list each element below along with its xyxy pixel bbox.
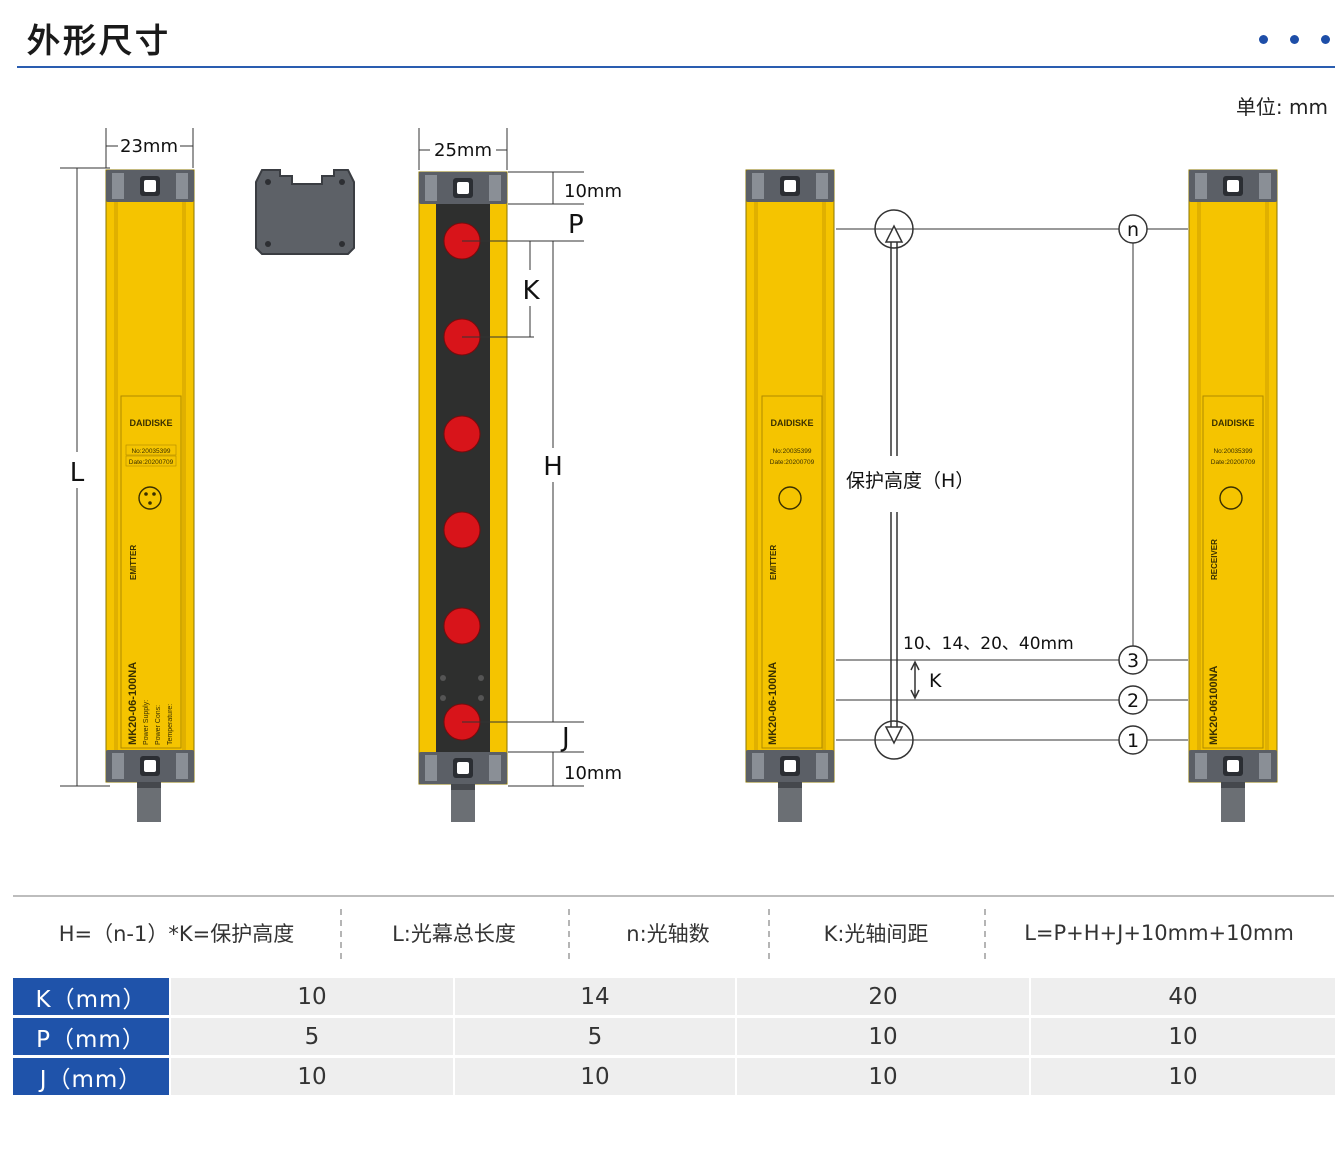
offset-label: J <box>560 723 570 753</box>
brand-label: DAIDISKE <box>129 418 172 428</box>
beam-marker-n: n <box>1118 214 1148 244</box>
table-cell: 5 <box>171 1018 453 1055</box>
receiver-model-label: MK20-06100NA <box>1208 665 1220 745</box>
beam-marker-2: 2 <box>1118 685 1148 715</box>
row-header: K（mm） <box>13 978 169 1015</box>
lens-icon <box>443 511 481 549</box>
profile-view <box>255 169 355 255</box>
protected-height-label: 保护高度（H） <box>846 470 974 492</box>
k-spacing-label: K <box>929 670 942 692</box>
height-label: H <box>543 452 563 482</box>
svg-text:DAIDISKE: DAIDISKE <box>770 418 813 428</box>
svg-text:No:20035399: No:20035399 <box>131 448 170 455</box>
svg-text:RECEIVER: RECEIVER <box>1210 539 1219 580</box>
formula-beam-spacing: K:光轴间距 <box>823 922 929 946</box>
spacing-label: K <box>522 276 540 306</box>
installation-view: DAIDISKE No:20035399 Date:20200709 MK20-… <box>745 169 1278 822</box>
front-view: 25mm 10mm P K H J 10mm <box>418 128 622 822</box>
svg-text:EMITTER: EMITTER <box>769 545 778 580</box>
svg-text:Date:20200709: Date:20200709 <box>1211 459 1256 466</box>
table-cell: 5 <box>455 1018 735 1055</box>
table-cell: 10 <box>1031 1018 1335 1055</box>
table-cell: 10 <box>455 1058 735 1095</box>
row-header: P（mm） <box>13 1018 169 1055</box>
svg-text:Power Supply:: Power Supply: <box>143 700 150 745</box>
svg-text:Date:20200709: Date:20200709 <box>770 459 815 466</box>
dimension-drawing: 23mm L DAIDISKE No:20035399 Date:2020070… <box>60 128 1278 822</box>
svg-text:MK20-06-100NA: MK20-06-100NA <box>767 662 779 745</box>
svg-text:No:20035399: No:20035399 <box>772 448 811 455</box>
svg-text:2: 2 <box>1127 690 1139 712</box>
svg-text:No:20035399: No:20035399 <box>1213 448 1252 455</box>
unit-label: 单位: mm <box>1235 95 1328 119</box>
formula-beam-count: n:光轴数 <box>626 922 710 946</box>
table-cell: 10 <box>1031 1058 1335 1095</box>
side-width-label: 23mm <box>120 136 178 157</box>
svg-text:3: 3 <box>1127 650 1139 672</box>
svg-text:Power Cons:: Power Cons: <box>155 705 162 745</box>
lens-icon <box>443 607 481 645</box>
table-cell: 40 <box>1031 978 1335 1015</box>
connector-icon <box>778 486 802 510</box>
beam-marker-1: 1 <box>1118 725 1148 755</box>
formula-length: L:光幕总长度 <box>392 922 516 946</box>
pitch-label: P <box>568 210 584 240</box>
arrow-up-icon <box>884 224 904 243</box>
formula-height: H=（n-1）*K=保护高度 <box>58 922 295 946</box>
svg-text:1: 1 <box>1127 730 1139 752</box>
table-cell: 10 <box>171 1058 453 1095</box>
formula-total: L=P+H+J+10mm+10mm <box>1024 921 1294 945</box>
header-divider <box>17 66 1335 68</box>
top-margin-label: 10mm <box>564 181 622 202</box>
svg-text:Date:20200709: Date:20200709 <box>129 459 174 466</box>
length-label: L <box>70 458 85 488</box>
table-row: K（mm） 10 14 20 40 <box>13 978 1335 1015</box>
table-cell: 14 <box>455 978 735 1015</box>
connector-icon <box>1219 486 1243 510</box>
side-view: 23mm L DAIDISKE No:20035399 Date:2020070… <box>60 128 195 822</box>
svg-text:Temperature:: Temperature: <box>167 704 174 745</box>
table-cell: 20 <box>737 978 1029 1015</box>
arrow-down-icon <box>884 726 904 745</box>
emitter-model-label: MK20-06-100NA <box>127 662 139 745</box>
bottom-margin-label: 10mm <box>564 763 622 784</box>
table-row: J（mm） 10 10 10 10 <box>13 1058 1335 1095</box>
table-cell: 10 <box>171 978 453 1015</box>
front-width-label: 25mm <box>434 140 492 161</box>
table-cell: 10 <box>737 1058 1029 1095</box>
spacing-options-label: 10、14、20、40mm <box>903 634 1074 654</box>
table-row: P（mm） 5 5 10 10 <box>13 1018 1335 1055</box>
more-icon[interactable] <box>1237 29 1330 48</box>
svg-text:n: n <box>1127 219 1139 241</box>
spec-table: K（mm） 10 14 20 40 P（mm） 5 5 10 10 J（mm） … <box>13 978 1335 1098</box>
row-header: J（mm） <box>13 1058 169 1095</box>
svg-text:DAIDISKE: DAIDISKE <box>1211 418 1254 428</box>
svg-text:EMITTER: EMITTER <box>129 545 138 580</box>
page-title: 外形尺寸 <box>27 21 171 60</box>
beam-marker-3: 3 <box>1118 645 1148 675</box>
table-cell: 10 <box>737 1018 1029 1055</box>
formula-legend: H=（n-1）*K=保护高度 L:光幕总长度 n:光轴数 K:光轴间距 L=P+… <box>13 895 1334 969</box>
lens-icon <box>443 415 481 453</box>
connector-icon <box>138 486 162 510</box>
